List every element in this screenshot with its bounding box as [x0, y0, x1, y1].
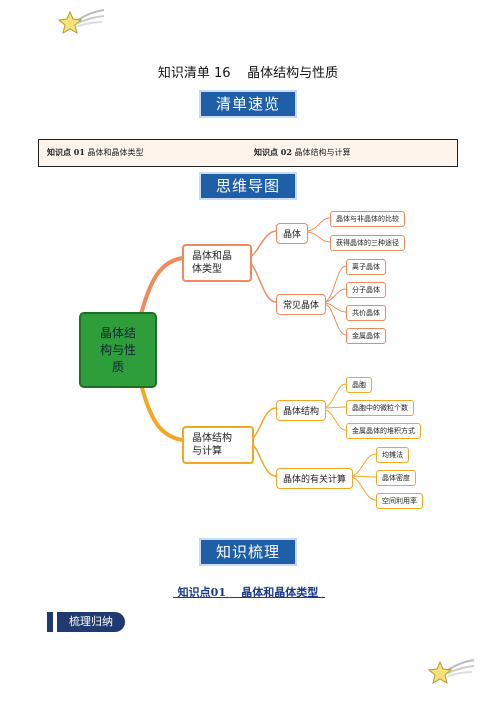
- section-banner-overview: 清单速览: [199, 90, 297, 118]
- toc-item-1-label: 知识点 01: [47, 147, 85, 157]
- shooting-star-icon: [57, 9, 105, 35]
- document-title: 知识清单 16 晶体结构与性质: [157, 66, 339, 81]
- section-banner-knowledge: 知识梳理: [199, 538, 297, 566]
- shooting-star-icon: [427, 659, 475, 685]
- mind-map-node-crystal-calc: 晶体的有关计算: [276, 468, 354, 489]
- knowledge-point-title: 知识点01 晶体和晶体类型: [177, 586, 319, 599]
- sub-banner-bar: [47, 612, 53, 632]
- mind-map-root: 晶体结 构与性 质: [79, 312, 157, 388]
- mind-map-leaf: 离子晶体: [346, 259, 386, 275]
- mind-map-node-crystal-structure: 晶体结构: [276, 400, 327, 421]
- toc-item-1[interactable]: 知识点 01 晶体和晶体类型: [47, 147, 143, 158]
- sub-banner-label: 梳理归纳: [57, 612, 125, 632]
- mind-map-node-common-crystals: 常见晶体: [276, 294, 327, 315]
- mind-map-node-crystal: 晶体: [276, 223, 309, 244]
- mind-map-leaf: 均摊法: [376, 447, 409, 463]
- mind-map-leaf: 金属晶体: [346, 328, 386, 344]
- mind-map-leaf: 金属晶体的堆积方式: [346, 423, 421, 439]
- knowledge-point-underline: [173, 597, 325, 598]
- mind-map-leaf: 分子晶体: [346, 282, 386, 298]
- toc-box: 知识点 01 晶体和晶体类型 知识点 02 晶体结构与计算: [38, 139, 458, 167]
- toc-item-1-text: 晶体和晶体类型: [87, 148, 144, 157]
- toc-item-2[interactable]: 知识点 02 晶体结构与计算: [254, 147, 350, 158]
- mind-map-leaf: 共价晶体: [346, 305, 386, 321]
- mind-map-leaf: 晶体与非晶体的比较: [330, 211, 405, 227]
- toc-item-2-text: 晶体结构与计算: [294, 148, 351, 157]
- mind-map-leaf: 晶体密度: [376, 470, 416, 486]
- mind-map-leaf: 空间利用率: [376, 493, 423, 509]
- mind-map-leaf: 晶胞中的微粒个数: [346, 400, 414, 416]
- mind-map-branch-structure-calc: 晶体结构 与计算: [182, 426, 254, 464]
- mind-map-branch-crystal-types: 晶体和晶 体类型: [182, 244, 252, 282]
- sub-banner: 梳理归纳: [47, 612, 125, 632]
- mind-map-leaf: 获得晶体的三种途径: [330, 235, 405, 251]
- toc-item-2-label: 知识点 02: [254, 147, 292, 157]
- mind-map-root-label: 晶体结 构与性 质: [99, 325, 136, 374]
- section-banner-mindmap: 思维导图: [199, 172, 297, 200]
- mind-map-leaf: 晶胞: [346, 377, 372, 393]
